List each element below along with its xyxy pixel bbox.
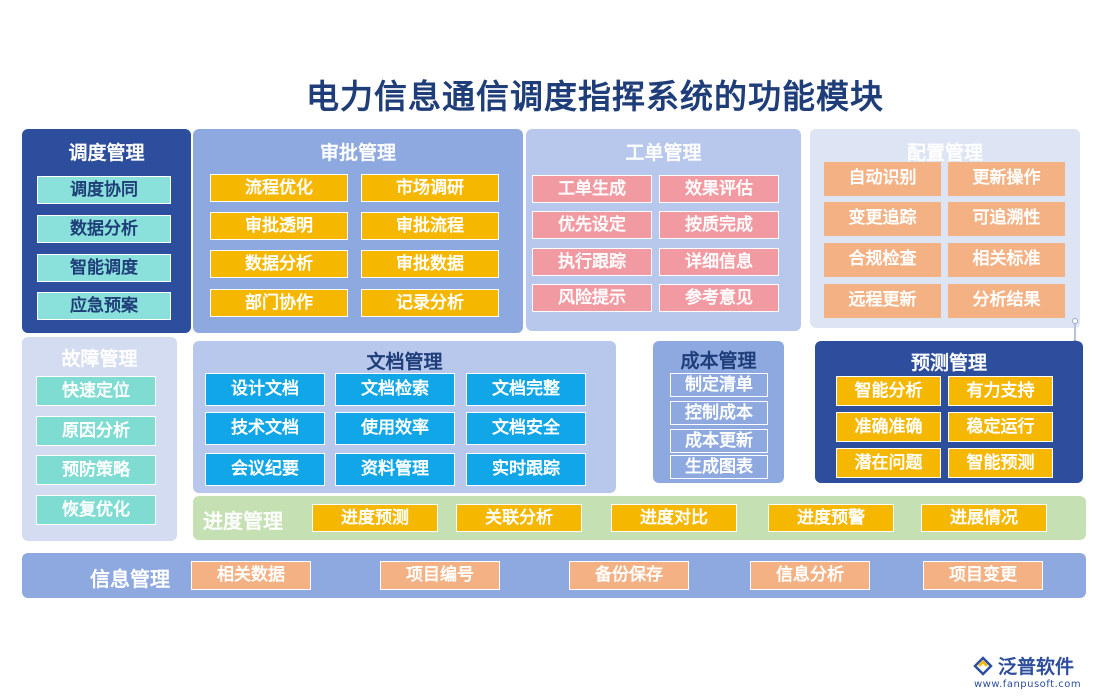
progress-item: 进度预测 xyxy=(312,504,438,532)
doc-item: 资料管理 xyxy=(335,453,455,486)
info-item: 项目编号 xyxy=(380,561,500,590)
logo-icon xyxy=(973,656,993,676)
workorder-item: 按质完成 xyxy=(659,211,779,239)
cost-module-title: 成本管理 xyxy=(680,350,757,372)
config-item: 更新操作 xyxy=(948,162,1065,196)
forecast-item: 稳定运行 xyxy=(948,412,1053,442)
approval-item: 记录分析 xyxy=(361,289,499,317)
dispatch-module-title: 调度管理 xyxy=(68,142,145,164)
cost-module: 成本管理 制定清单 控制成本 成本更新 生成图表 xyxy=(653,341,784,483)
fault-module: 故障管理 快速定位 原因分析 预防策略 恢复优化 xyxy=(22,337,177,541)
approval-item: 审批透明 xyxy=(210,212,348,240)
doc-item: 技术文档 xyxy=(205,412,325,445)
config-item: 相关标准 xyxy=(948,243,1065,277)
dispatch-item: 调度协同 xyxy=(37,176,171,204)
config-item: 可追溯性 xyxy=(948,202,1065,236)
approval-module: 审批管理 流程优化 市场调研 审批透明 审批流程 数据分析 审批数据 部门协作 … xyxy=(193,129,523,333)
workorder-item: 执行跟踪 xyxy=(532,248,652,276)
info-item: 项目变更 xyxy=(923,561,1043,590)
forecast-module-title: 预测管理 xyxy=(910,352,987,374)
brand-logo: 泛普软件 www.fanpusoft.com xyxy=(966,652,1094,696)
doc-item: 文档完整 xyxy=(466,373,586,406)
approval-item: 部门协作 xyxy=(210,289,348,317)
approval-item: 流程优化 xyxy=(210,174,348,202)
workorder-item: 工单生成 xyxy=(532,175,652,203)
fault-module-title: 故障管理 xyxy=(61,348,138,370)
config-item: 合规检查 xyxy=(824,243,941,277)
approval-item: 数据分析 xyxy=(210,250,348,278)
workorder-item: 详细信息 xyxy=(659,248,779,276)
fault-item: 原因分析 xyxy=(36,416,156,446)
doc-item: 文档检索 xyxy=(335,373,455,406)
dispatch-item: 智能调度 xyxy=(37,254,171,282)
approval-item: 审批流程 xyxy=(361,212,499,240)
info-module-title: 信息管理 xyxy=(90,567,170,591)
fault-item: 快速定位 xyxy=(36,376,156,406)
workorder-module: 工单管理 工单生成 效果评估 优先设定 按质完成 执行跟踪 详细信息 风险提示 … xyxy=(526,129,801,331)
workorder-item: 效果评估 xyxy=(659,175,779,203)
approval-item: 审批数据 xyxy=(361,250,499,278)
doc-module: 文档管理 设计文档 文档检索 文档完整 技术文档 使用效率 文档安全 会议纪要 … xyxy=(193,341,616,493)
config-item: 变更追踪 xyxy=(824,202,941,236)
info-item: 信息分析 xyxy=(750,561,870,590)
diagram-title: 电力信息通信调度指挥系统的功能模块 xyxy=(306,77,884,116)
config-item: 自动识别 xyxy=(824,162,941,196)
workorder-item: 参考意见 xyxy=(659,284,779,312)
fault-item: 恢复优化 xyxy=(36,495,156,525)
info-module: 信息管理 相关数据 项目编号 备份保存 信息分析 项目变更 xyxy=(22,553,1086,598)
progress-item: 进度对比 xyxy=(611,504,737,532)
forecast-item: 准确准确 xyxy=(836,412,941,442)
fault-item: 预防策略 xyxy=(36,455,156,485)
doc-item: 设计文档 xyxy=(205,373,325,406)
cost-item: 制定清单 xyxy=(670,373,768,397)
doc-module-title: 文档管理 xyxy=(366,351,443,373)
forecast-item: 潜在问题 xyxy=(836,448,941,478)
forecast-item: 智能预测 xyxy=(948,448,1053,478)
info-item: 备份保存 xyxy=(569,561,689,590)
cost-item: 控制成本 xyxy=(670,401,768,425)
forecast-item: 智能分析 xyxy=(836,376,941,406)
config-item: 远程更新 xyxy=(824,284,941,318)
forecast-module: 预测管理 智能分析 有力支持 准确准确 稳定运行 潜在问题 智能预测 xyxy=(815,341,1083,483)
workorder-module-title: 工单管理 xyxy=(625,142,702,164)
progress-item: 进度预警 xyxy=(768,504,894,532)
dispatch-module: 调度管理 调度协同 数据分析 智能调度 应急预案 xyxy=(22,129,191,333)
cost-item: 生成图表 xyxy=(670,455,768,479)
doc-item: 会议纪要 xyxy=(205,453,325,486)
config-module: 配置管理 自动识别 更新操作 变更追踪 可追溯性 合规检查 相关标准 远程更新 … xyxy=(810,129,1080,328)
workorder-item: 风险提示 xyxy=(532,284,652,312)
dispatch-item: 应急预案 xyxy=(37,292,171,320)
progress-module: 进度管理 进度预测 关联分析 进度对比 进度预警 进展情况 xyxy=(193,496,1086,540)
doc-item: 使用效率 xyxy=(335,412,455,445)
info-item: 相关数据 xyxy=(191,561,311,590)
forecast-item: 有力支持 xyxy=(948,376,1053,406)
logo-url: www.fanpusoft.com xyxy=(974,679,1082,690)
doc-item: 实时跟踪 xyxy=(466,453,586,486)
progress-module-title: 进度管理 xyxy=(203,509,283,533)
config-item: 分析结果 xyxy=(948,284,1065,318)
workorder-item: 优先设定 xyxy=(532,211,652,239)
progress-item: 进展情况 xyxy=(921,504,1047,532)
config-module-title: 配置管理 xyxy=(906,142,983,164)
approval-module-title: 审批管理 xyxy=(319,142,396,164)
progress-item: 关联分析 xyxy=(456,504,582,532)
doc-item: 文档安全 xyxy=(466,412,586,445)
dispatch-item: 数据分析 xyxy=(37,215,171,243)
approval-item: 市场调研 xyxy=(361,174,499,202)
cost-item: 成本更新 xyxy=(670,429,768,453)
logo-name: 泛普软件 xyxy=(998,656,1075,678)
